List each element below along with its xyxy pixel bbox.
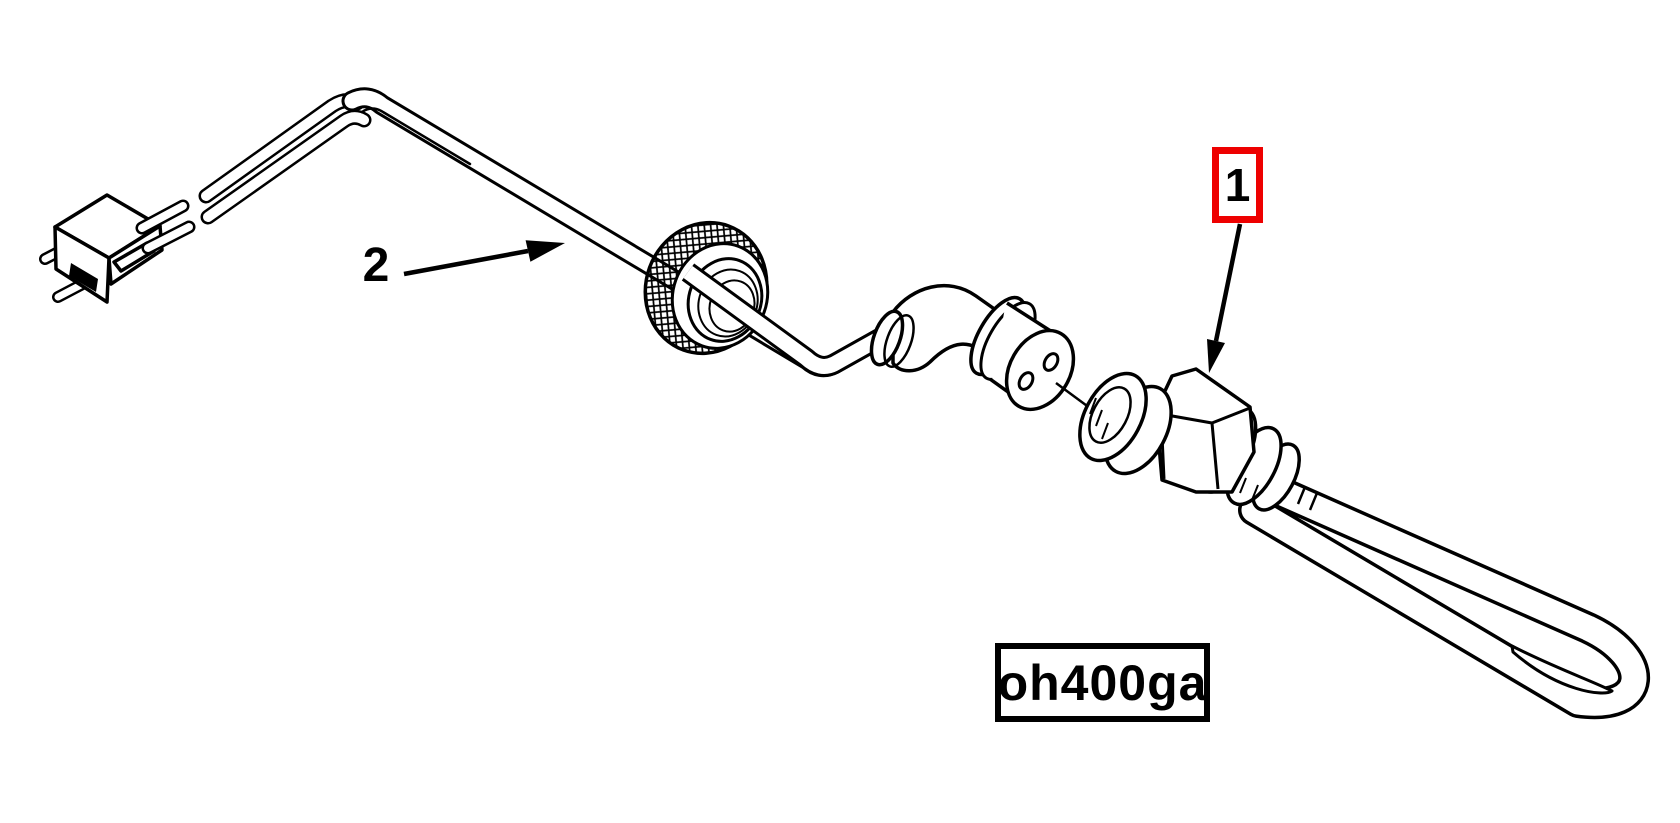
callout-1-label: 1 [1224,159,1251,211]
power-plug [39,193,196,304]
callout-2-arrow [403,240,565,277]
power-cord-through-ring [681,263,890,377]
callout-1-arrow [1207,223,1243,373]
heater-element-assembly [1078,367,1651,720]
elbow-connector-plug [869,283,1099,416]
caption-text: oh400ga [997,654,1208,711]
callout-1-box: 1 [1212,147,1263,223]
power-cord [198,87,895,378]
caption-box: oh400ga [995,643,1210,722]
callout-2-label: 2 [362,239,390,292]
